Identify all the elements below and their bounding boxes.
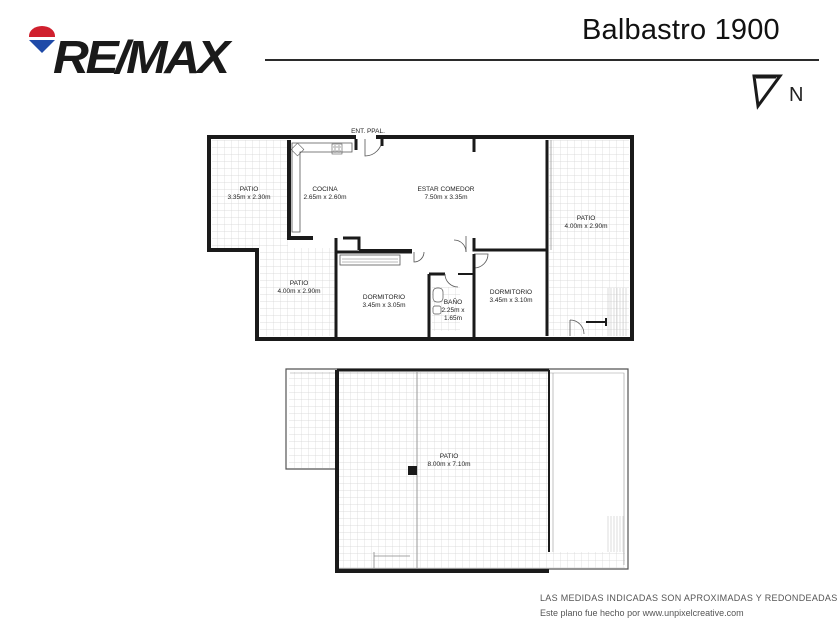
room-labels: ENT. PPAL. PATIO 3.35m x 2.30m COCINA 2.… <box>228 128 608 322</box>
entrance-door <box>364 138 383 157</box>
terrace-wall <box>335 370 549 573</box>
patio-southwest-floor <box>260 248 336 336</box>
patio-west-floor <box>212 140 288 248</box>
room-name: BAÑO <box>444 297 462 306</box>
kitchen-wall <box>287 140 313 240</box>
room-name: PATIO <box>577 215 596 222</box>
patio-terraza-floor <box>337 372 549 568</box>
room-dims: 3.45m x 3.05m <box>363 302 406 309</box>
page-title: Balbastro 1900 <box>582 14 780 46</box>
patio-door <box>569 319 585 336</box>
room-name: DORMITORIO <box>363 294 405 301</box>
room-name: DORMITORIO <box>490 289 532 296</box>
sink-icon <box>290 142 305 157</box>
room-dims: 3.35m x 2.30m <box>228 194 271 201</box>
room-dims: 4.00m x 2.90m <box>278 288 321 295</box>
north-label: N <box>789 84 804 106</box>
stair-steps <box>607 288 627 336</box>
terrace-floor: PATIO 8.00m x 7.10m <box>285 368 629 573</box>
room-name: PATIO <box>240 186 259 193</box>
stove-icon <box>331 143 343 155</box>
room-dims: 4.00m x 2.90m <box>565 223 608 230</box>
room-dims: 3.45m x 3.10m <box>490 297 533 304</box>
room-dims: 8.00m x 7.10m <box>428 461 471 468</box>
room-name: PATIO <box>440 453 459 460</box>
patio-east-floor <box>549 140 629 336</box>
room-dims-2: 1.65m <box>444 315 462 322</box>
toilet-icon <box>432 287 444 303</box>
ground-floor <box>207 134 634 341</box>
room-dims: 2.25m x <box>441 307 465 314</box>
room-name: PATIO <box>290 280 309 287</box>
column <box>408 466 417 475</box>
remax-logo <box>27 26 237 86</box>
balloon-icon <box>29 26 55 53</box>
room-dims: 2.65m x 2.60m <box>304 194 347 201</box>
credit-text: Este plano fue hecho por www.unpixelcrea… <box>540 608 744 618</box>
kitchen-counter <box>291 142 353 233</box>
outer-wall <box>207 135 634 341</box>
room-name: COCINA <box>312 186 338 193</box>
north-indicator: N <box>752 74 804 110</box>
room-dims: 7.50m x 3.35m <box>425 194 468 201</box>
north-arrow-icon <box>752 74 783 110</box>
hall-door <box>453 239 467 253</box>
closet <box>339 254 401 266</box>
title-rule <box>265 59 819 61</box>
entrance-label: ENT. PPAL. <box>351 128 385 135</box>
room-name: ESTAR COMEDOR <box>418 186 475 193</box>
brand-wordmark: RE/MAX <box>53 31 230 83</box>
sink-bath-icon <box>432 305 442 315</box>
disclaimer-text: LAS MEDIDAS INDICADAS SON APROXIMADAS Y … <box>540 593 838 603</box>
